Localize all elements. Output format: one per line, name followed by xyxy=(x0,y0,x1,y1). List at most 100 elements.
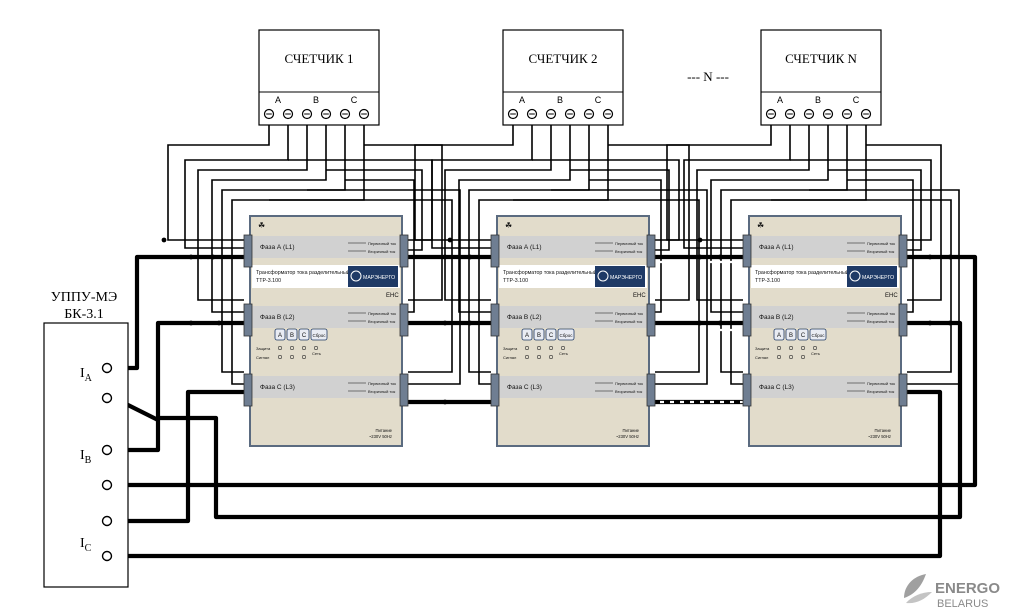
indicator-button-3[interactable] xyxy=(545,328,557,341)
indicator-row-label: Сигнал xyxy=(256,355,270,360)
indicator-row-label: Защита xyxy=(503,346,518,351)
indicator-button-2[interactable] xyxy=(286,328,298,341)
energo-belarus-logo: ENERGO BELARUS xyxy=(904,574,1000,610)
meter-box xyxy=(502,29,624,126)
input-clamp xyxy=(490,234,500,268)
indicator-led xyxy=(277,354,282,359)
power-rating: ~230V 50Hz xyxy=(616,434,639,439)
brand-logo xyxy=(348,266,398,287)
terminal-label-b: B xyxy=(557,95,563,105)
junction-dot xyxy=(216,320,222,326)
input-label-c: IC xyxy=(80,536,92,554)
junction-dot xyxy=(467,254,473,260)
secondary-wire xyxy=(828,169,922,251)
secondary-wire xyxy=(197,114,308,301)
indicator-button-3[interactable] xyxy=(797,328,809,341)
indicator-button-label: A xyxy=(777,333,781,339)
junction-dot xyxy=(188,320,194,326)
product-model: ТТР-3.100 xyxy=(256,278,281,284)
secondary-label: Вторичный ток xyxy=(615,389,643,394)
secondary-wire xyxy=(866,144,942,301)
indicator-led xyxy=(301,345,306,350)
indicator-button-1[interactable] xyxy=(773,328,785,341)
module-symbol-icon: ☘ xyxy=(258,221,265,230)
primary-label: Первичный ток xyxy=(867,241,895,246)
indicator-button-label: Сброс xyxy=(312,333,326,338)
indicator-row-label: Сигнал xyxy=(503,355,517,360)
terminal-label-c: C xyxy=(351,95,358,105)
secondary-wire xyxy=(666,114,772,241)
primary-label: Первичный ток xyxy=(368,311,396,316)
indicator-led xyxy=(788,345,793,350)
terminal-label-c: C xyxy=(595,95,602,105)
input-subscript: B xyxy=(85,455,92,466)
secondary-wiring xyxy=(167,114,960,385)
input-clamp xyxy=(243,303,253,337)
phase-label: Фаза С (L3) xyxy=(507,384,542,391)
leaf-icon xyxy=(904,574,932,604)
secondary-label: Вторичный ток xyxy=(867,319,895,324)
indicator-led xyxy=(800,345,805,350)
output-clamp xyxy=(399,303,409,337)
current-wire xyxy=(110,389,943,559)
phase-band xyxy=(751,236,899,258)
terminal-label-b: B xyxy=(815,95,821,105)
output-clamp xyxy=(898,303,908,337)
indicator-button-label: A xyxy=(278,333,282,339)
phase-band xyxy=(252,306,400,328)
power-label: Питание xyxy=(375,428,392,433)
indicator-led xyxy=(536,354,541,359)
meter-title: СЧЕТЧИК N xyxy=(785,51,857,66)
indicator-led xyxy=(548,354,553,359)
secondary-label: Вторичный ток xyxy=(867,389,895,394)
indicator-led xyxy=(289,345,294,350)
terminal-label-a: A xyxy=(777,95,783,105)
indicator-led xyxy=(800,354,805,359)
junction-dot xyxy=(697,254,703,260)
power-rating: ~230V 50Hz xyxy=(868,434,891,439)
secondary-wire xyxy=(513,199,700,373)
phase-band xyxy=(252,236,400,258)
junction-dot xyxy=(210,254,216,260)
junction-dot xyxy=(447,237,453,243)
junction-dot xyxy=(697,320,703,326)
phase-band xyxy=(751,306,899,328)
indicator-button-2[interactable] xyxy=(785,328,797,341)
secondary-wire xyxy=(468,114,590,373)
indicator-led xyxy=(524,354,529,359)
junction-dot xyxy=(697,237,703,243)
secondary-label: Вторичный ток xyxy=(368,249,396,254)
meter-box xyxy=(258,29,380,126)
junction-dot xyxy=(927,254,933,260)
indicator-button-4[interactable] xyxy=(809,328,827,341)
meter-title: СЧЕТЧИК 1 xyxy=(285,51,354,66)
secondary-wire xyxy=(345,179,415,313)
indicator-button-3[interactable] xyxy=(298,328,310,341)
indicator-button-1[interactable] xyxy=(274,328,286,341)
indicator-button-4[interactable] xyxy=(310,328,328,341)
indicator-led xyxy=(776,345,781,350)
source-terminal xyxy=(101,550,113,562)
phase-label: Фаза В (L2) xyxy=(507,314,542,321)
junction-dot xyxy=(927,320,933,326)
secondary-wire xyxy=(307,189,461,385)
secondary-wire xyxy=(269,199,453,373)
secondary-label: Вторичный ток xyxy=(368,389,396,394)
current-wiring xyxy=(107,254,978,559)
phase-label: Фаза С (L3) xyxy=(759,384,794,391)
source-terminal xyxy=(101,392,113,404)
indicator-button-2[interactable] xyxy=(533,328,545,341)
indicator-row-label: Сигнал xyxy=(755,355,769,360)
primary-label: Первичный ток xyxy=(615,241,643,246)
secondary-wire xyxy=(221,114,346,373)
input-label-b: IB xyxy=(80,448,92,466)
secondary-wire xyxy=(570,169,670,251)
terminal-label-c: C xyxy=(853,95,860,105)
net-label: Сеть xyxy=(312,351,321,356)
phase-band xyxy=(252,376,400,398)
phase-label: Фаза А (L1) xyxy=(260,244,295,251)
indicator-button-1[interactable] xyxy=(521,328,533,341)
indicator-button-4[interactable] xyxy=(557,328,575,341)
